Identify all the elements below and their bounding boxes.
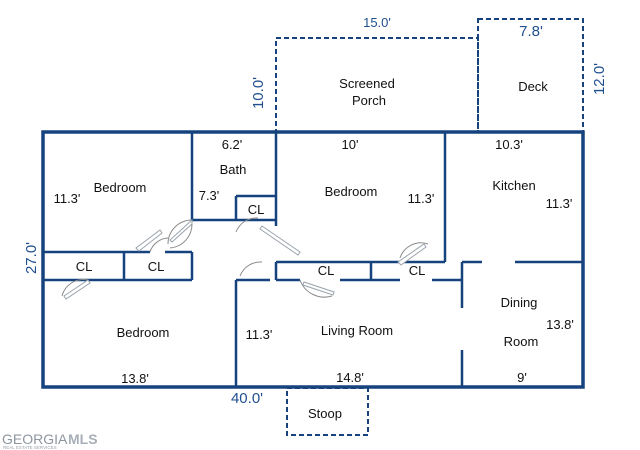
door-leaf-hall-closet-1 [302, 281, 335, 296]
dining-width-label: 9' [517, 370, 527, 385]
bedroom-sw-label: Bedroom [117, 325, 170, 340]
bath-width-label: 6.2' [222, 137, 243, 152]
kitchen-depth-label: 11.3' [546, 196, 573, 211]
deck-outline [477, 18, 584, 133]
deck-depth-label: 12.0' [591, 63, 608, 95]
door-swing-bedroom-sw [61, 279, 89, 297]
deck-width-label: 7.8' [519, 23, 543, 40]
exterior-wall [41, 130, 585, 389]
porch-depth-label: 10.0' [250, 77, 267, 109]
hall-closet-1-label: CL [318, 263, 335, 278]
door-swing-hall-closet-1 [299, 279, 333, 298]
stoop-label: Stoop [308, 406, 342, 421]
dining-label-2: Room [504, 334, 539, 349]
bedroom-center-label: Bedroom [325, 184, 378, 199]
bedroom-nw-dim: 11.3' [54, 191, 81, 206]
hall-closet-2-label: CL [409, 263, 426, 278]
porch-width-label: 15.0' [363, 15, 391, 30]
bath-depth-label: 7.3' [199, 188, 220, 203]
bath-label: Bath [220, 162, 247, 177]
overall-length-label: 40.0' [231, 390, 263, 407]
bedroom-center-depth-label: 11.3' [408, 191, 435, 206]
logo-brand-b: MLS [68, 431, 98, 447]
door-leaf-bedroom-nw [169, 218, 193, 243]
bedroom-sw-width-label: 13.8' [121, 371, 149, 386]
door-leaf-west-closet [135, 229, 163, 252]
door-swing-bath-closet [235, 217, 259, 233]
dining-label-1: Dining [501, 295, 538, 310]
logo-tagline: REAL ESTATE SERVICES [3, 445, 57, 450]
door-swing-bath [169, 223, 193, 249]
door-leaf-bedroom-center [397, 243, 427, 266]
screened-porch-label-1: Screened [339, 76, 395, 91]
door-swing-bedroom-center [399, 242, 429, 259]
kitchen-label: Kitchen [492, 178, 535, 193]
bath-closet-label: CL [248, 202, 265, 217]
dining-depth-label: 13.8' [546, 317, 574, 332]
bedroom-nw-label: Bedroom [94, 180, 147, 195]
georgia-mls-logo: GEORGIA MLS REAL ESTATE SERVICES [0, 426, 98, 450]
door-swing-west-closet [149, 237, 169, 253]
door-leaf-hall [259, 225, 301, 256]
kitchen-width-label: 10.3' [495, 137, 523, 152]
door-leaf-bedroom-sw [63, 279, 91, 300]
door-swings [61, 217, 429, 300]
living-room-label: Living Room [321, 323, 393, 338]
deck-label: Deck [518, 79, 548, 94]
interior-walls [43, 132, 583, 387]
west-closet-2-label: CL [148, 259, 165, 274]
bedroom-center-width-label: 10' [342, 137, 359, 152]
west-closet-1-label: CL [76, 259, 93, 274]
screened-porch-label-2: Porch [352, 93, 386, 108]
logo-brand-a: GEORGIA [2, 431, 68, 447]
door-swing-living [239, 261, 263, 277]
overall-width-label: 27.0' [23, 242, 40, 274]
door-swing-bedroom-nw [167, 219, 193, 245]
living-room-width-label: 14.8' [336, 370, 364, 385]
living-room-depth-label: 11.3' [246, 327, 273, 342]
